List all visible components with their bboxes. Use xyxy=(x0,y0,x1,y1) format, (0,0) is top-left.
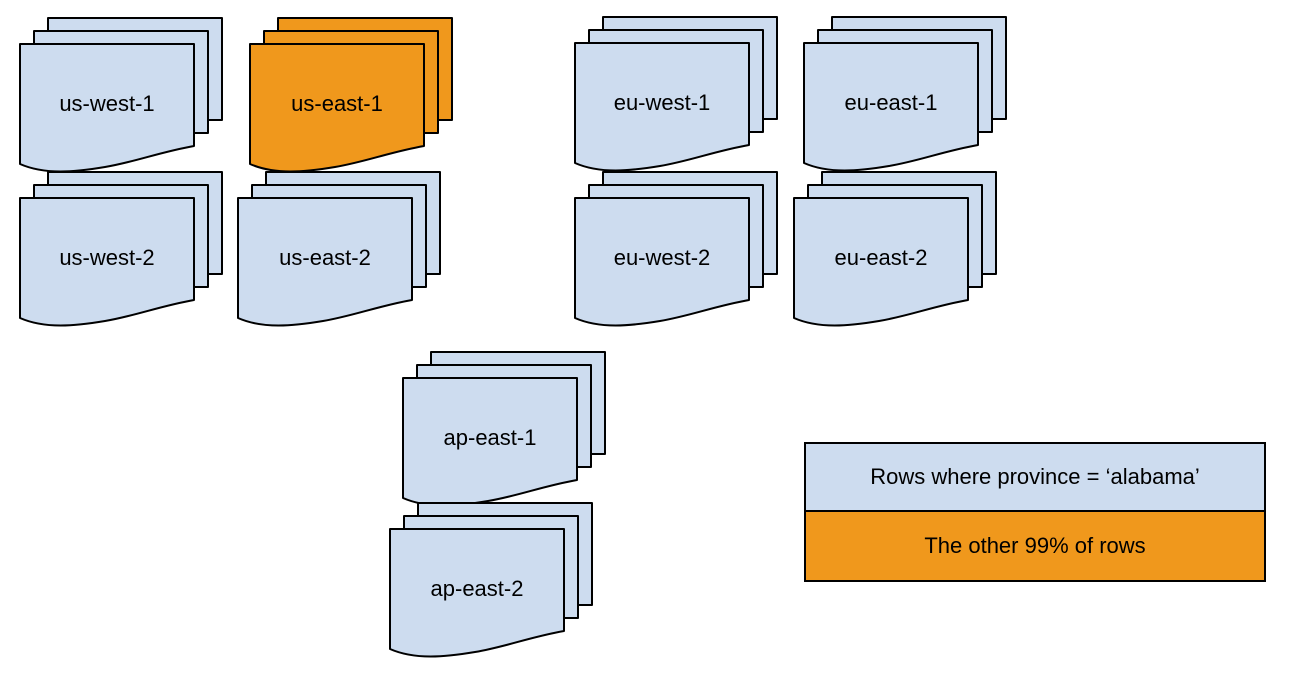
page-front-icon xyxy=(574,42,750,172)
document-stack-eu-east-2: eu-east-2 xyxy=(793,171,999,335)
document-stack-ap-east-2: ap-east-2 xyxy=(389,502,595,666)
document-stack-us-east-1: us-east-1 xyxy=(249,17,455,181)
document-stack-icon xyxy=(249,17,453,173)
page-front-icon xyxy=(237,197,413,327)
legend-row-2: The other 99% of rows xyxy=(806,510,1264,580)
document-stack-icon xyxy=(389,502,593,658)
document-stack-icon xyxy=(19,17,223,173)
legend: Rows where province = ‘alabama’ The othe… xyxy=(804,442,1266,582)
document-stack-eu-west-2: eu-west-2 xyxy=(574,171,780,335)
legend-label: Rows where province = ‘alabama’ xyxy=(870,464,1200,489)
document-stack-icon xyxy=(19,171,223,327)
document-stack-eu-west-1: eu-west-1 xyxy=(574,16,780,180)
document-stack-icon xyxy=(402,351,606,507)
document-stack-us-west-1: us-west-1 xyxy=(19,17,225,181)
page-front-icon xyxy=(389,528,565,658)
page-front-icon xyxy=(19,197,195,327)
document-stack-icon xyxy=(574,171,778,327)
page-front-icon xyxy=(574,197,750,327)
legend-label: The other 99% of rows xyxy=(924,533,1146,558)
page-front-icon xyxy=(19,43,195,173)
page-front-icon xyxy=(249,43,425,173)
page-front-icon xyxy=(793,197,969,327)
document-stack-icon xyxy=(237,171,441,327)
document-stack-icon xyxy=(574,16,778,172)
legend-row-1: Rows where province = ‘alabama’ xyxy=(806,444,1264,510)
document-stack-ap-east-1: ap-east-1 xyxy=(402,351,608,515)
document-stack-icon xyxy=(803,16,1007,172)
document-stack-us-east-2: us-east-2 xyxy=(237,171,443,335)
document-stack-icon xyxy=(793,171,997,327)
document-stack-us-west-2: us-west-2 xyxy=(19,171,225,335)
page-front-icon xyxy=(803,42,979,172)
page-front-icon xyxy=(402,377,578,507)
document-stack-eu-east-1: eu-east-1 xyxy=(803,16,1009,180)
